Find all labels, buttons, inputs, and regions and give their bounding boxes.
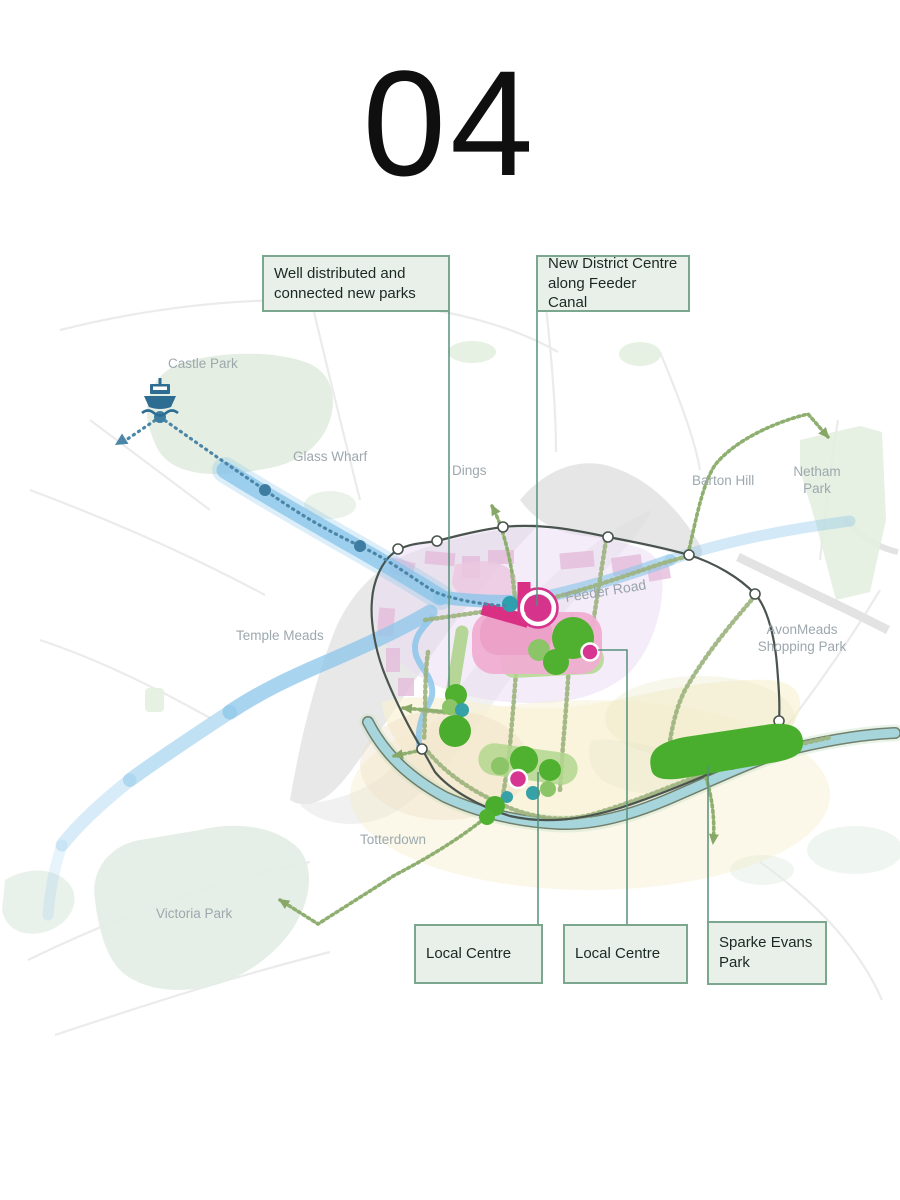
label-dings: Dings [452,463,487,478]
callout-new-district-centre: New District Centre along Feeder Canal [536,255,690,312]
callout-sparke-evans-park: Sparke Evans Park [707,921,827,985]
callout-label: Well distributed and connected new parks [274,264,416,302]
label-victoria-park: Victoria Park [156,906,233,921]
label-castle-park: Castle Park [168,356,238,371]
new-parks [439,612,604,825]
page-number: 04 [362,39,538,207]
existing-parks [2,341,900,990]
ferry-arrow [115,433,129,445]
callout-label: Sparke Evans Park [719,934,813,971]
callout-leader-lines [448,312,709,924]
sparke-evans-park-area [650,723,804,780]
local-centre-dot-east [580,642,600,662]
callout-label: New District Centre along Feeder Canal [548,254,678,312]
callout-label: Local Centre [575,945,661,963]
label-netham-park: Netham Park [793,464,841,496]
label-temple-meads: Temple Meads [236,628,324,643]
district-centre-marker [480,582,559,629]
callout-local-centre-2: Local Centre [563,924,688,984]
callout-label: Local Centre [426,945,512,963]
label-avonmeads-shopping-park: AvonMeads Shopping Park [757,622,847,654]
label-glass-wharf: Glass Wharf [293,449,368,464]
ferry-boat-icon [141,378,179,417]
callout-local-centre-1: Local Centre [414,924,543,984]
ferry-route [115,378,507,608]
local-centre-dot-south [507,768,529,790]
callout-well-distributed-parks: Well distributed and connected new parks [262,255,450,312]
label-barton-hill: Barton Hill [692,473,755,488]
label-totterdown: Totterdown [360,832,427,847]
